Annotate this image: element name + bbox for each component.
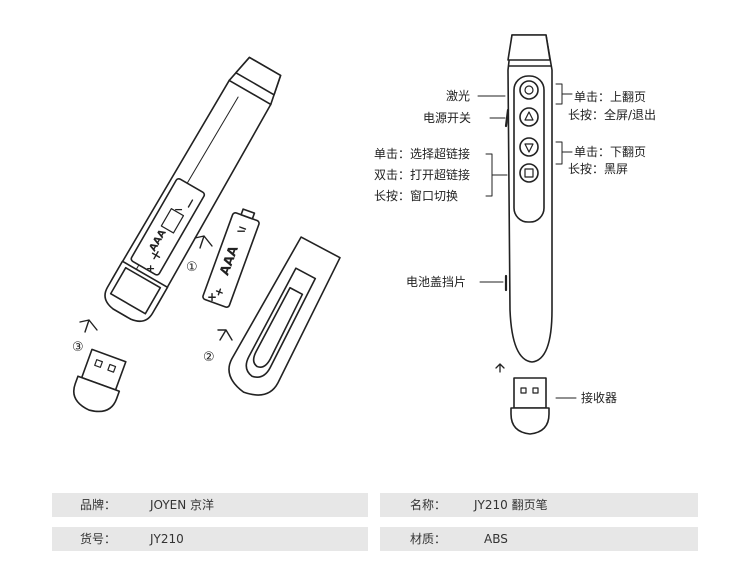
compartment-plus-sign: +	[146, 262, 156, 275]
left-receiver-drawing	[72, 348, 127, 413]
spec-row-model: 货号： JY210	[52, 527, 368, 551]
down-button-long-label: 长按：黑屏	[568, 162, 629, 176]
material-label: 材质：	[410, 532, 447, 546]
name-value: JY210 翻页笔	[474, 498, 548, 512]
material-value: ABS	[484, 532, 508, 546]
right-receiver-drawing	[495, 363, 550, 435]
step-2-badge: ②	[203, 350, 215, 365]
brand-value: JOYEN 京洋	[150, 498, 215, 512]
battery-cover-drawing	[228, 236, 341, 396]
pen-body-drawing	[104, 56, 282, 323]
left-button-single-label: 单击：选择超链接	[374, 147, 471, 161]
power-switch-label: 电源开关	[423, 111, 472, 125]
battery-drawing	[202, 208, 260, 308]
laser-label: 激光	[446, 89, 471, 103]
spec-row-material: 材质： ABS	[380, 527, 698, 551]
step-3-badge: ③	[72, 340, 84, 355]
spec-row-brand: 品牌： JOYEN 京洋	[52, 493, 368, 517]
step-1-badge: ①	[186, 260, 198, 275]
spec-row-name: 名称： JY210 翻页笔	[380, 493, 698, 517]
step-arrows	[79, 235, 233, 341]
battery-plus-sign: +	[207, 290, 218, 304]
battery-cover-label: 电池盖挡片	[406, 275, 467, 289]
front-view-drawing	[504, 34, 553, 363]
battery-minus-sign: −	[236, 224, 247, 238]
name-label: 名称：	[410, 498, 447, 512]
model-label: 货号：	[80, 532, 117, 546]
compartment-minus-sign: −	[174, 203, 184, 216]
down-button-single-label: 单击：下翻页	[574, 145, 647, 159]
model-value: JY210	[150, 532, 184, 546]
left-button-long-label: 长按：窗口切换	[374, 189, 459, 203]
receiver-label: 接收器	[581, 391, 618, 405]
callout-lines	[477, 83, 577, 399]
up-button-long-label: 长按：全屏/退出	[568, 108, 657, 122]
left-button-double-label: 双击：打开超链接	[374, 168, 471, 182]
brand-label: 品牌：	[80, 498, 117, 512]
up-button-single-label: 单击：上翻页	[574, 90, 647, 104]
